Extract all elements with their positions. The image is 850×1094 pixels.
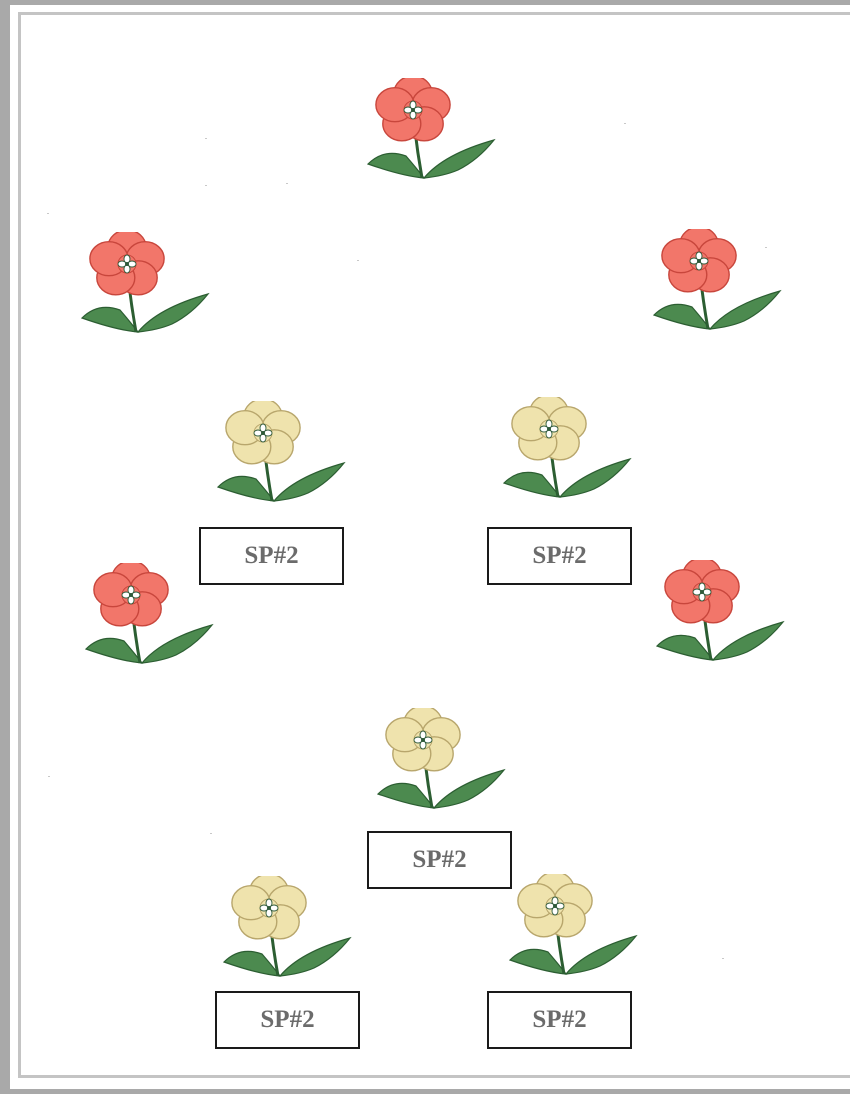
cream-flower-icon: [208, 401, 348, 513]
cream-flower-icon: [368, 708, 508, 820]
sp2-label-text: SP#2: [532, 542, 586, 570]
sp2-label-text: SP#2: [244, 542, 298, 570]
background-speck: [47, 213, 49, 214]
sp2-label-box: SP#2: [367, 831, 512, 889]
background-speck: [48, 776, 50, 777]
sp2-label-text: SP#2: [412, 846, 466, 874]
cream-flower-icon: [214, 876, 354, 988]
background-speck: [205, 138, 207, 139]
background-speck: [205, 185, 207, 186]
background-speck: [210, 833, 212, 834]
sp2-label-box: SP#2: [487, 527, 632, 585]
background-speck: [286, 183, 288, 184]
red-flower-icon: [72, 232, 212, 344]
background-speck: [722, 958, 724, 959]
background-speck: [624, 123, 626, 124]
background-speck: [765, 247, 767, 248]
cream-flower-icon: [500, 874, 640, 986]
red-flower-icon: [647, 560, 787, 672]
red-flower-icon: [644, 229, 784, 341]
red-flower-icon: [76, 563, 216, 675]
background-speck: [357, 260, 359, 261]
sp2-label-box: SP#2: [199, 527, 344, 585]
sp2-label-text: SP#2: [532, 1006, 586, 1034]
sp2-label-box: SP#2: [215, 991, 360, 1049]
sp2-label-box: SP#2: [487, 991, 632, 1049]
cream-flower-icon: [494, 397, 634, 509]
red-flower-icon: [358, 78, 498, 190]
sp2-label-text: SP#2: [260, 1006, 314, 1034]
